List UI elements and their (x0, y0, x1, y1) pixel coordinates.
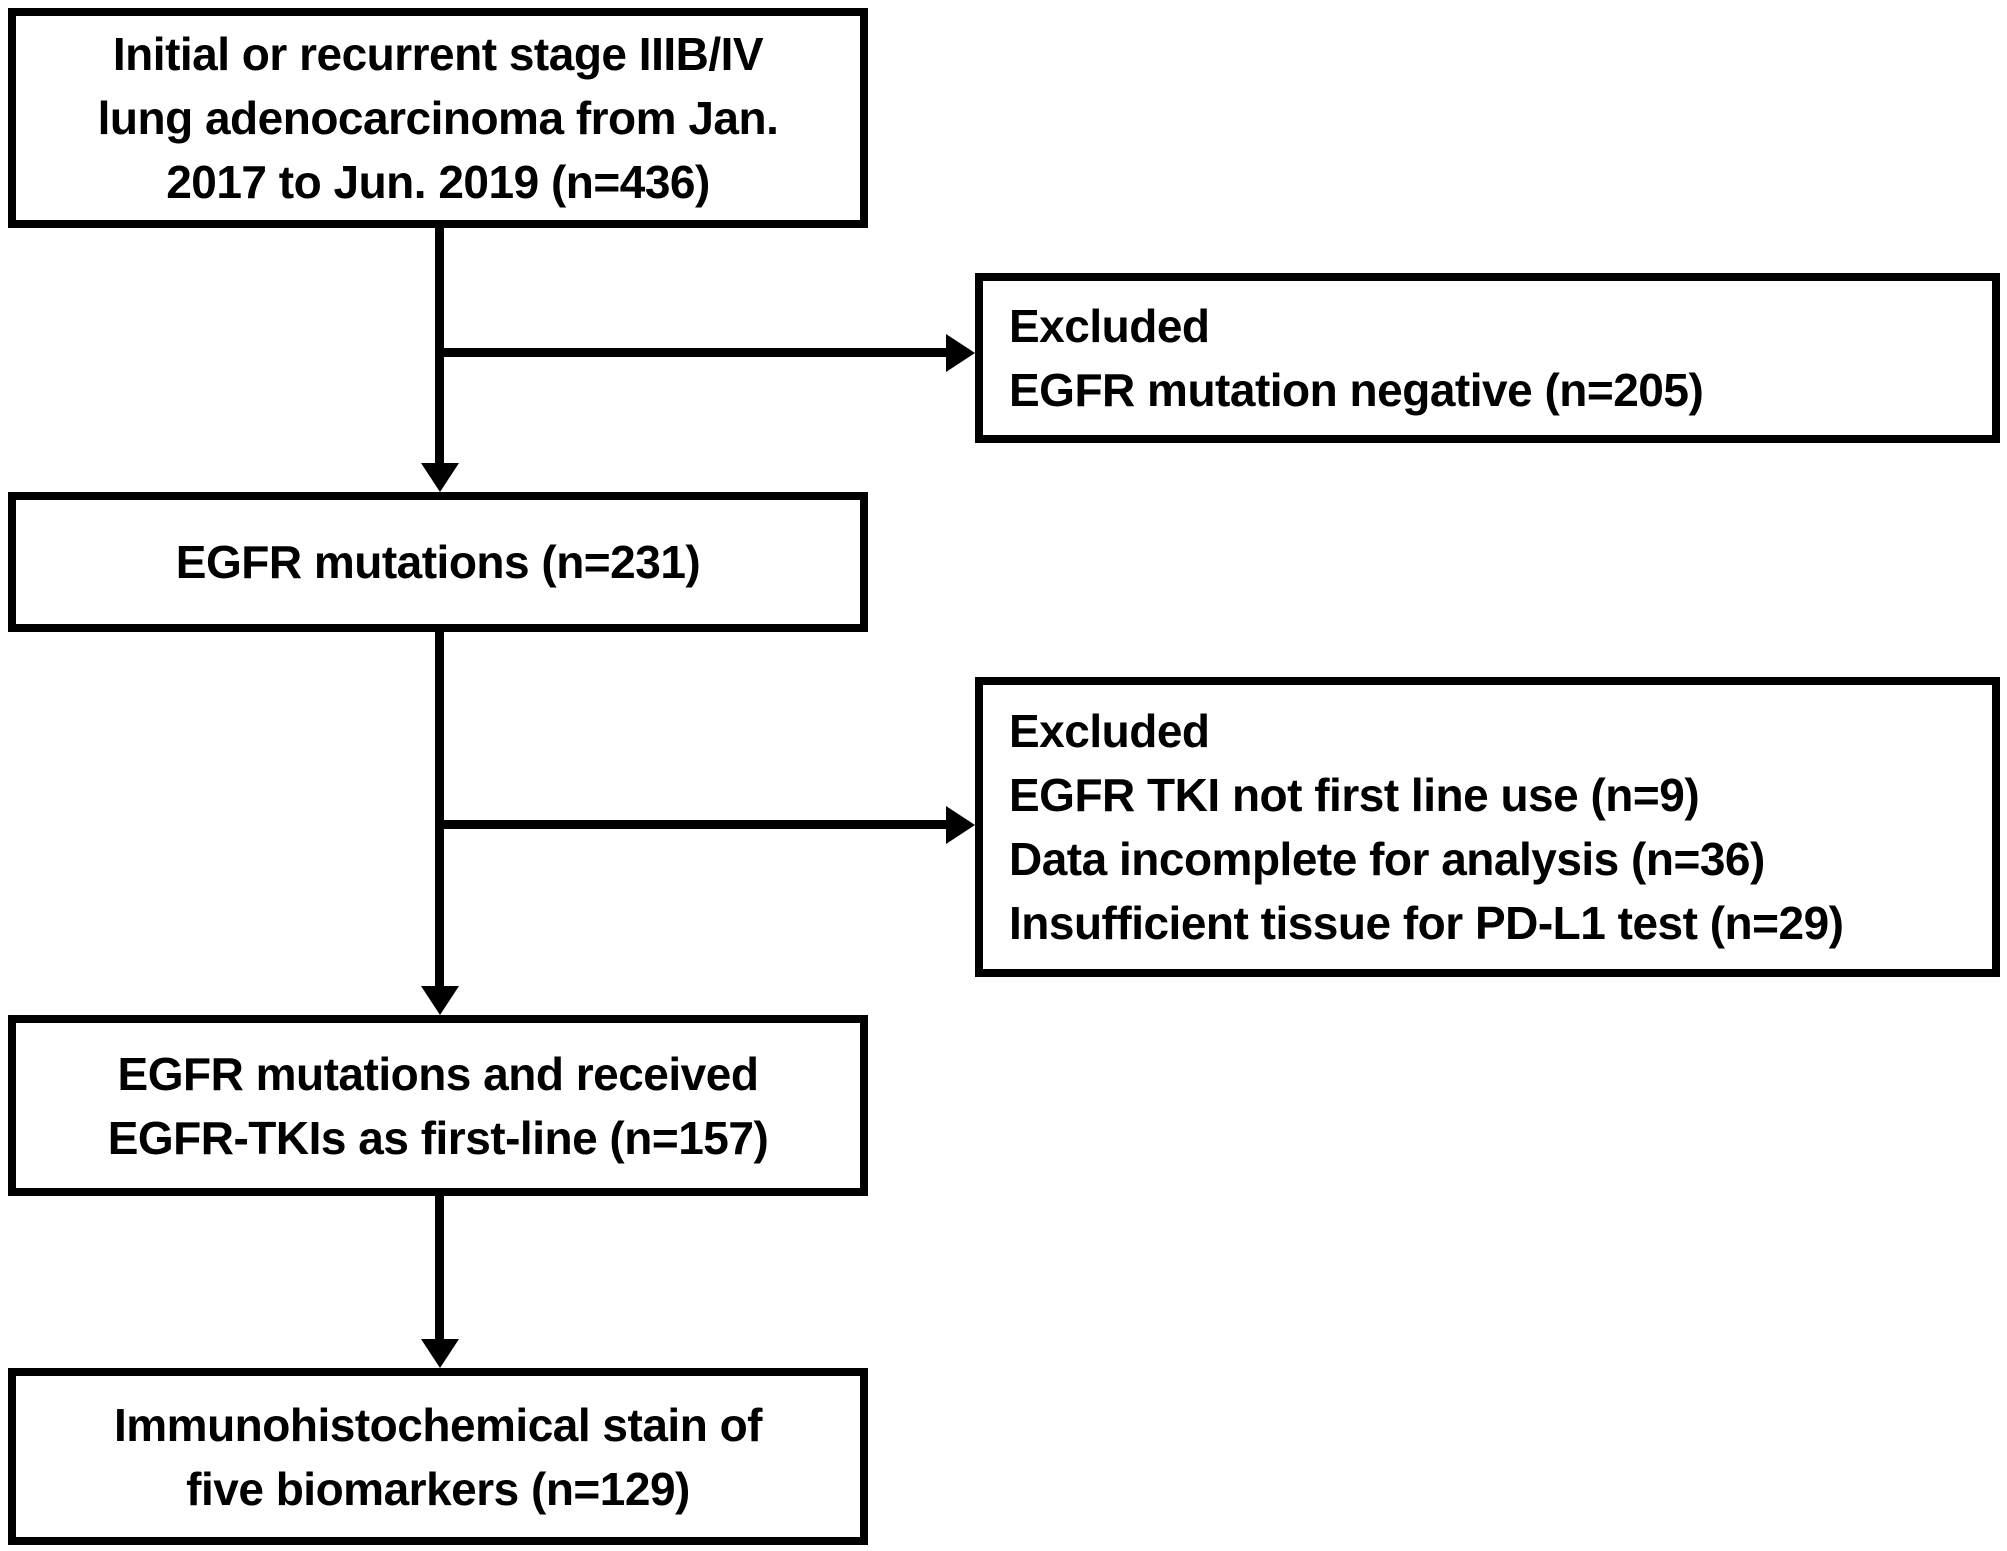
box-text-line: EGFR TKI not first line use (n=9) (1009, 769, 1700, 821)
box-text-line: EGFR mutations (n=231) (175, 536, 701, 588)
box-text-line: EGFR mutation negative (n=205) (1009, 364, 1704, 416)
box-text-line: Insufficient tissue for PD-L1 test (n=29… (1009, 897, 1844, 949)
box-egfr-mutations: EGFR mutations (n=231) (8, 492, 868, 632)
box-text-line: Excluded (1009, 705, 1210, 757)
box-eligible-patients: Initial or recurrent stage IIIB/IV lung … (8, 8, 868, 228)
connector-vertical-1 (435, 228, 444, 466)
arrowhead-down-icon (421, 986, 459, 1015)
box-text-line: five biomarkers (n=129) (186, 1462, 690, 1515)
box-text-line: Excluded (1009, 300, 1210, 352)
box-first-line-tki: EGFR mutations and received EGFR-TKIs as… (8, 1015, 868, 1196)
connector-vertical-2 (435, 632, 444, 988)
arrowhead-right-icon (946, 806, 975, 844)
connector-horizontal-1 (435, 348, 948, 357)
box-ihc-biomarkers: Immunohistochemical stain of five biomar… (8, 1368, 868, 1545)
connector-horizontal-2 (435, 820, 948, 829)
box-text-line: EGFR mutations and received (117, 1047, 759, 1100)
box-excluded-other: Excluded EGFR TKI not first line use (n=… (975, 677, 2000, 977)
arrowhead-down-icon (421, 463, 459, 492)
box-text-line: Initial or recurrent stage IIIB/IV (112, 28, 764, 80)
connector-vertical-3 (435, 1196, 444, 1342)
box-text-line: 2017 to Jun. 2019 (n=436) (166, 156, 710, 208)
box-text-line: Data incomplete for analysis (n=36) (1009, 833, 1765, 885)
arrowhead-right-icon (946, 334, 975, 372)
arrowhead-down-icon (421, 1339, 459, 1368)
box-text-line: Immunohistochemical stain of (114, 1398, 763, 1451)
box-text-line: lung adenocarcinoma from Jan. (97, 92, 779, 144)
box-excluded-egfr-negative: Excluded EGFR mutation negative (n=205) (975, 273, 2000, 443)
box-text-line: EGFR-TKIs as first-line (n=157) (107, 1111, 769, 1164)
